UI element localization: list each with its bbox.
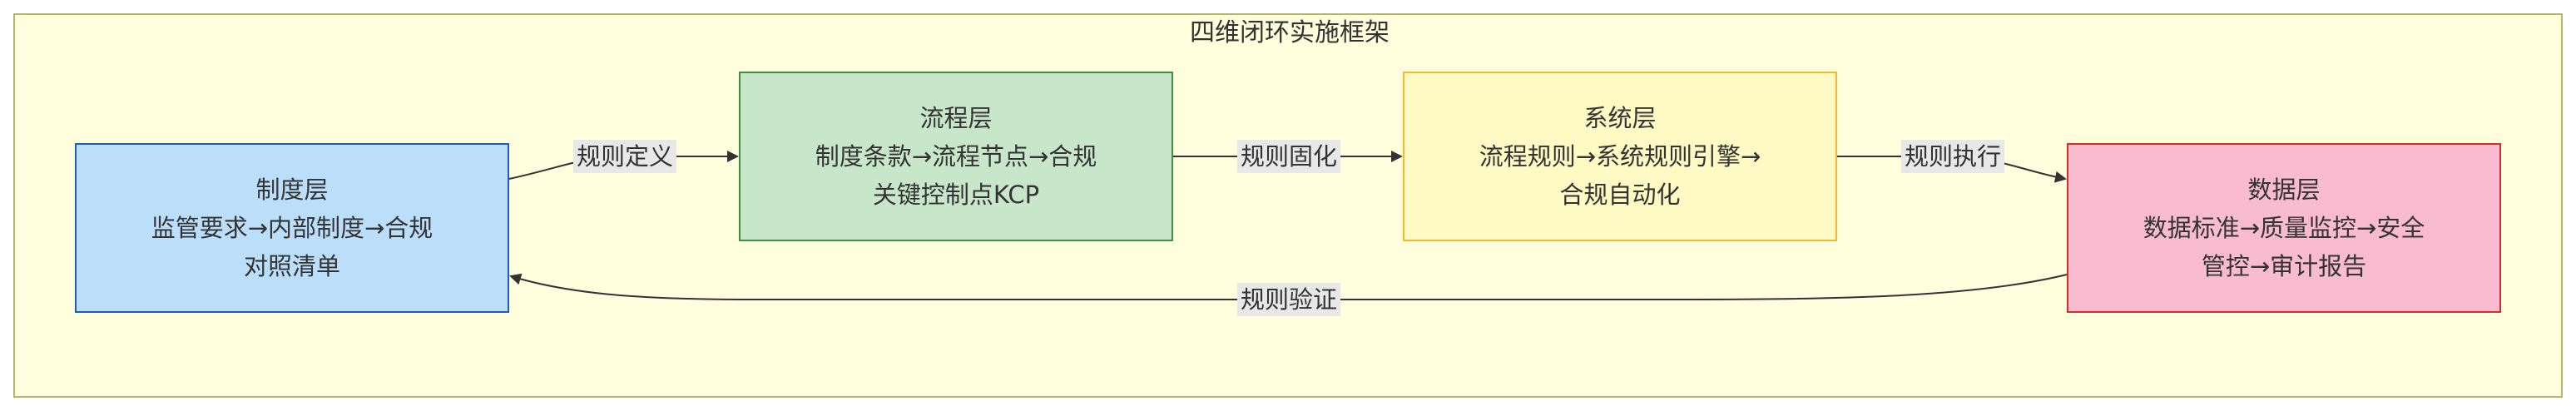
node-policy-line-1: 监管要求→内部制度→合规 (151, 214, 433, 242)
node-system-layer: 系统层 流程规则→系统规则引擎→ 合规自动化 (1403, 72, 1837, 241)
node-data-layer: 数据层 数据标准→质量监控→安全 管控→审计报告 (2067, 143, 2501, 313)
diagram-title: 四维闭环实施框架 (1190, 18, 1390, 47)
node-system-line-1: 流程规则→系统规则引擎→ (1479, 142, 1761, 171)
node-process-line-2: 关键控制点KCP (872, 181, 1040, 209)
node-policy-title: 制度层 (255, 176, 329, 204)
node-policy-layer: 制度层 监管要求→内部制度→合规 对照清单 (75, 143, 509, 313)
node-system-line-2: 合规自动化 (1559, 181, 1681, 209)
node-data-line-1: 数据标准→质量监控→安全 (2143, 214, 2425, 242)
edge-data-to-policy (509, 273, 2068, 300)
node-process-layer: 流程层 制度条款→流程节点→合规 关键控制点KCP (739, 72, 1173, 241)
node-data-title: 数据层 (2247, 176, 2321, 204)
node-data-line-2: 管控→审计报告 (2201, 252, 2367, 280)
edge-label-process-system: 规则固化 (1236, 140, 1341, 173)
edge-label-policy-process: 规则定义 (572, 140, 677, 173)
edge-label-data-policy: 规则验证 (1236, 283, 1341, 316)
node-policy-line-2: 对照清单 (243, 252, 340, 280)
node-process-title: 流程层 (919, 104, 993, 132)
node-system-title: 系统层 (1583, 104, 1657, 132)
node-process-line-1: 制度条款→流程节点→合规 (815, 142, 1097, 171)
edge-label-system-data: 规则执行 (1900, 140, 2005, 173)
